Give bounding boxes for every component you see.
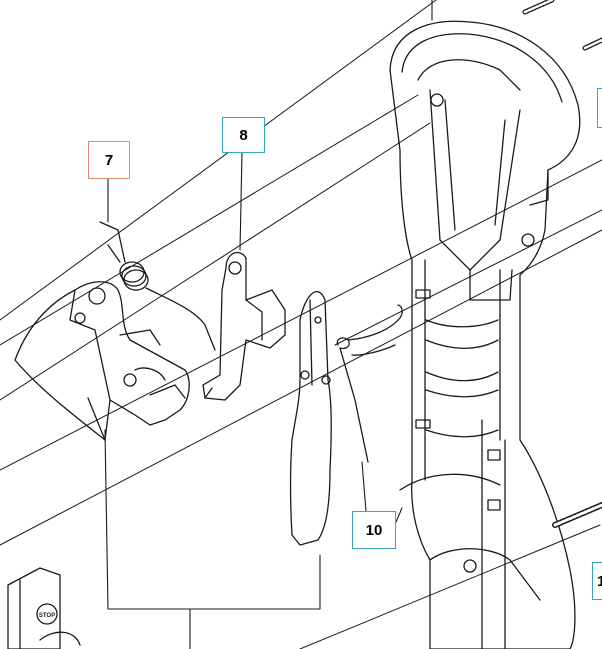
trigger-lockout-lever <box>14 281 190 441</box>
wire-spring-part-10 <box>336 304 403 463</box>
callout-part-1-partial[interactable]: 1 <box>592 562 602 600</box>
callout-edge-partial <box>597 88 602 128</box>
callout-part-8[interactable]: 8 <box>222 117 265 153</box>
callout-part-7[interactable]: 7 <box>88 141 130 179</box>
threaded-studs <box>522 0 602 528</box>
torsion-spring-part-7 <box>99 221 216 351</box>
handle-housing <box>389 20 581 649</box>
callout-leader-lines <box>104 0 433 649</box>
trigger <box>289 291 332 546</box>
stop-switch <box>7 567 81 649</box>
callout-part-10[interactable]: 10 <box>352 511 396 549</box>
throttle-lever-part-8 <box>202 251 286 401</box>
